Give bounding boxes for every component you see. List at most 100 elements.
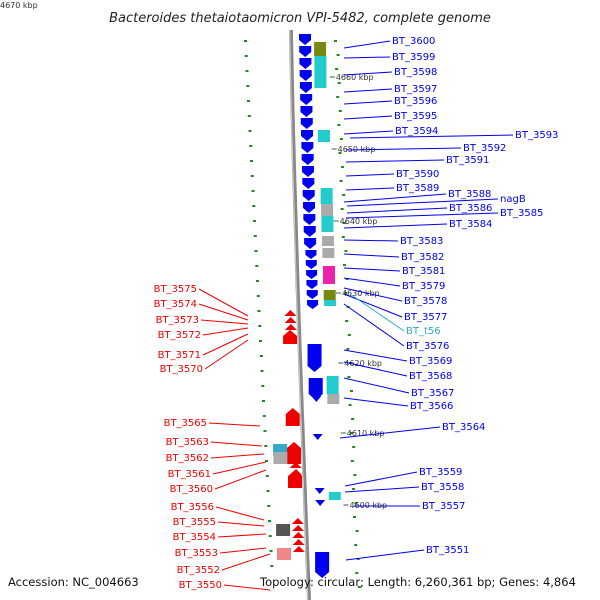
kbp-marker-label: 4640 kbp [340,217,378,226]
gc-tick [244,55,248,57]
gc-tick [340,208,344,210]
label-leader-line [210,453,265,459]
chromosome-backbone [289,29,311,600]
gc-tick [351,488,355,490]
gc-tick [270,565,274,567]
label-leader-line [202,333,249,356]
gene-label-bt-3575: BT_3575 [154,284,197,295]
label-leader-line [345,147,462,151]
gc-tick [257,310,261,312]
gc-tick [247,115,251,117]
gene-label-bt-3577: BT_3577 [404,312,447,323]
forward-gene-arrow [300,106,313,117]
gc-tick [344,292,348,294]
gene-label-bt-3566: BT_3566 [410,401,453,412]
backbone-highlight [289,29,309,600]
gc-tick [338,152,342,154]
label-leader-line [343,71,393,76]
gc-tick [351,418,355,420]
gc-tick [252,205,256,207]
label-leader-line [344,471,418,487]
gc-tick [250,160,253,162]
feature-block [321,204,334,216]
label-leader-line [345,173,395,177]
feature-block [326,376,339,394]
reverse-gene-block [286,442,301,464]
forward-gene-arrow [302,178,315,189]
gene-label-bt-3595: BT_3595 [394,111,437,122]
label-leader-line [343,267,401,272]
gc-tick [268,535,272,537]
gc-tick [339,138,343,140]
feature-block [273,452,288,464]
forward-gene-arrow [311,396,322,402]
label-leader-line [339,426,441,439]
label-leader-line [215,506,265,521]
gene-label-bt-3556: BT_3556 [171,502,214,513]
label-leader-line [343,277,401,287]
label-leader-line [346,207,448,214]
forward-gene-arrow [305,260,317,269]
label-leader-line [210,441,263,447]
forward-gene-arrow [307,344,322,372]
forward-gene-arrow [315,552,330,578]
gene-label-nagb: nagB [500,194,526,205]
gc-tick [336,96,340,98]
gc-tick [337,124,341,126]
label-leader-line [217,521,265,527]
feature-block [324,300,337,306]
gc-tick [345,320,349,322]
gene-label-bt-3588: BT_3588 [448,189,491,200]
gene-label-bt-3591: BT_3591 [446,155,489,166]
feature-block [321,216,334,232]
gene-label-bt-t56: BT_t56 [406,326,441,337]
reverse-gene-arrow [284,324,297,330]
gene-label-bt-3584: BT_3584 [449,219,492,230]
gc-tick [338,110,342,112]
gc-tick [253,220,256,222]
kbp-marker-label: 4620 kbp [344,359,382,368]
gene-label-bt-3573: BT_3573 [156,315,199,326]
label-leader-line [343,397,409,407]
reverse-gene-arrow [284,310,297,316]
gc-tick [259,355,263,357]
gene-label-bt-3558: BT_3558 [421,482,464,493]
accession-text: Accession: NC_004663 [8,575,139,589]
label-leader-line [343,377,410,394]
gene-label-bt-3592: BT_3592 [463,143,506,154]
gc-tick [261,385,265,387]
backbone-line [289,29,311,600]
gene-label-bt-3555: BT_3555 [173,517,216,528]
label-leader-line [212,461,267,475]
gc-tick [339,180,343,182]
forward-gene-arrow [308,378,323,400]
gc-tick [341,236,345,238]
gc-tick [349,432,353,434]
gene-label-bt-3567: BT_3567 [411,388,454,399]
label-leader-line [343,100,393,105]
gene-label-bt-3563: BT_3563 [166,437,209,448]
gene-label-bt-3568: BT_3568 [409,371,452,382]
label-leader-line [349,134,514,139]
reverse-gene-arrow [291,518,304,524]
label-leader-line [349,293,405,332]
gene-label-bt-3597: BT_3597 [394,84,437,95]
gc-tick [254,250,258,252]
gc-tick [341,166,344,168]
feature-block [327,394,340,404]
gc-tick [269,550,273,552]
reverse-gene-arrow [292,525,305,531]
gc-tick [334,40,337,42]
gc-tick [265,475,269,477]
label-leader-line [200,319,249,325]
gc-tick [337,82,341,84]
gene-label-bt-3574: BT_3574 [154,299,197,310]
gc-tick [255,265,259,267]
label-leader-line [343,361,408,377]
gc-tick [355,572,359,574]
feature-block [318,130,330,142]
gc-tick [343,222,347,224]
forward-gene-arrow [304,238,317,249]
feature-block [277,548,291,560]
gc-tick [268,520,271,522]
